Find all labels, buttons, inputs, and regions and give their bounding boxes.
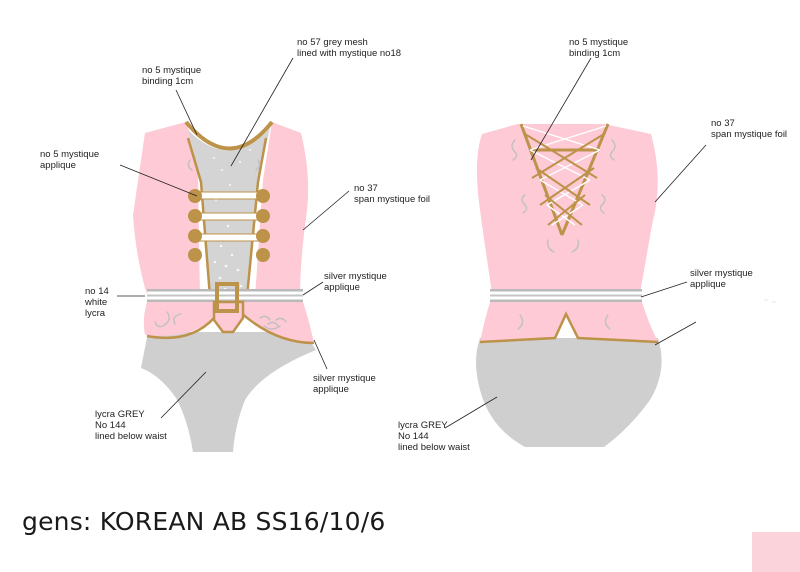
front-grey-brief: [141, 332, 316, 452]
back-view: [476, 123, 776, 447]
front-buttons: [188, 189, 270, 262]
buckle: [215, 282, 239, 313]
label-back-binding: no 5 mystique binding 1cm: [569, 37, 629, 59]
label-back-silver-applique: silver mystique applique: [690, 268, 753, 290]
back-grey-brief: [476, 338, 662, 447]
front-hip-left: [143, 302, 214, 336]
back-hip: [480, 302, 658, 342]
label-front-silver-applique-hip: silver mystique applique: [313, 373, 376, 395]
costume-diagram: [117, 57, 776, 452]
front-hip-right: [240, 302, 314, 343]
front-view: [133, 120, 316, 452]
label-front-silver-applique-waist: silver mystique applique: [324, 271, 387, 293]
corner-swatch: [752, 532, 800, 572]
front-swirls: [154, 159, 287, 330]
label-front-applique: no 5 mystique applique: [40, 149, 100, 171]
label-front-binding: no 5 mystique binding 1cm: [142, 65, 202, 87]
label-back-foil: no 37 span mystique foil: [711, 118, 788, 140]
label-front-white-lycra: no 14 white lycra: [85, 286, 109, 319]
label-front-foil: no 37 span mystique foil: [354, 183, 431, 205]
label-front-grey-mesh: no 57 grey mesh lined with mystique no18: [297, 37, 402, 59]
front-body-left: [133, 122, 200, 298]
label-front-lycra-grey: lycra GREY No 144 lined below waist: [95, 409, 167, 442]
leader-lines: [117, 57, 707, 429]
front-straps: [194, 191, 264, 242]
back-swirls: [511, 139, 616, 330]
label-back-lycra-grey: lycra GREY No 144 lined below waist: [398, 420, 470, 453]
document-title: gens: KOREAN AB SS16/10/6: [22, 507, 386, 536]
